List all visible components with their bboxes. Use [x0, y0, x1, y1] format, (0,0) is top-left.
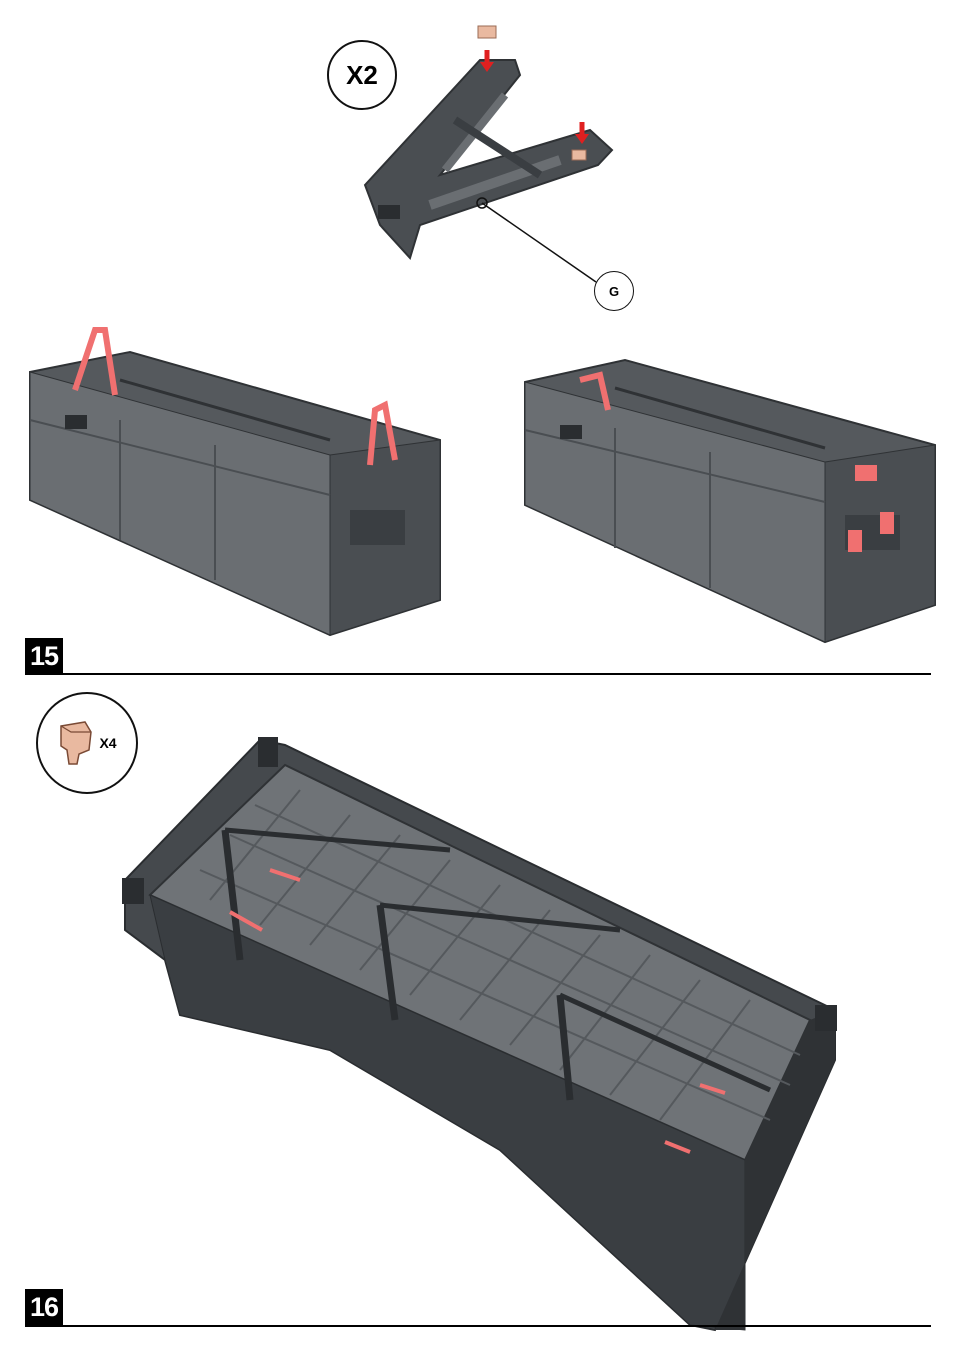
step-divider-16	[25, 1325, 931, 1327]
step-number-16: 16	[25, 1289, 63, 1325]
planter-box-icon	[122, 737, 837, 1330]
